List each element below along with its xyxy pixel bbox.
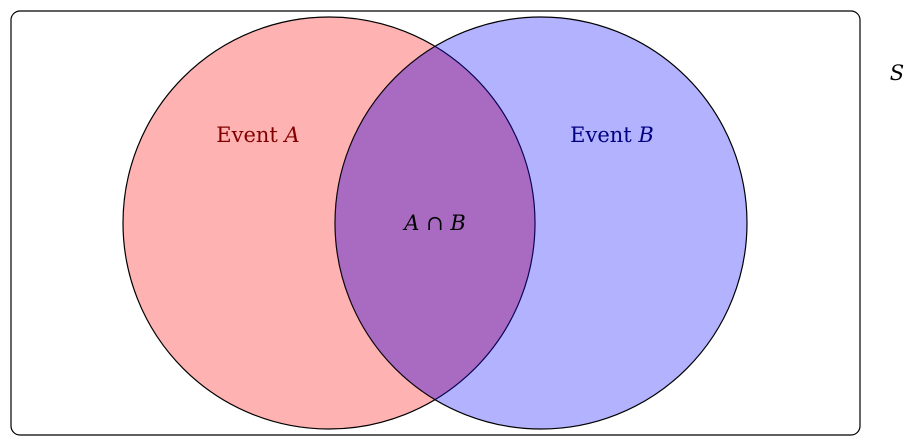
intersection-region: [335, 17, 535, 429]
event-b-label-var: B: [637, 123, 653, 147]
event-a-label-text: Event: [216, 123, 284, 147]
event-a-label: Event A: [216, 123, 299, 147]
sample-space-label: S: [890, 61, 904, 85]
event-a-label-var: A: [283, 123, 300, 147]
intersection-label: A ∩ B: [402, 211, 466, 235]
event-b-label-text: Event: [570, 123, 638, 147]
event-b-circle: [334, 16, 748, 430]
sample-space-box: [10, 10, 861, 436]
event-a-circle: [122, 16, 536, 430]
event-b-label: Event B: [570, 123, 654, 147]
